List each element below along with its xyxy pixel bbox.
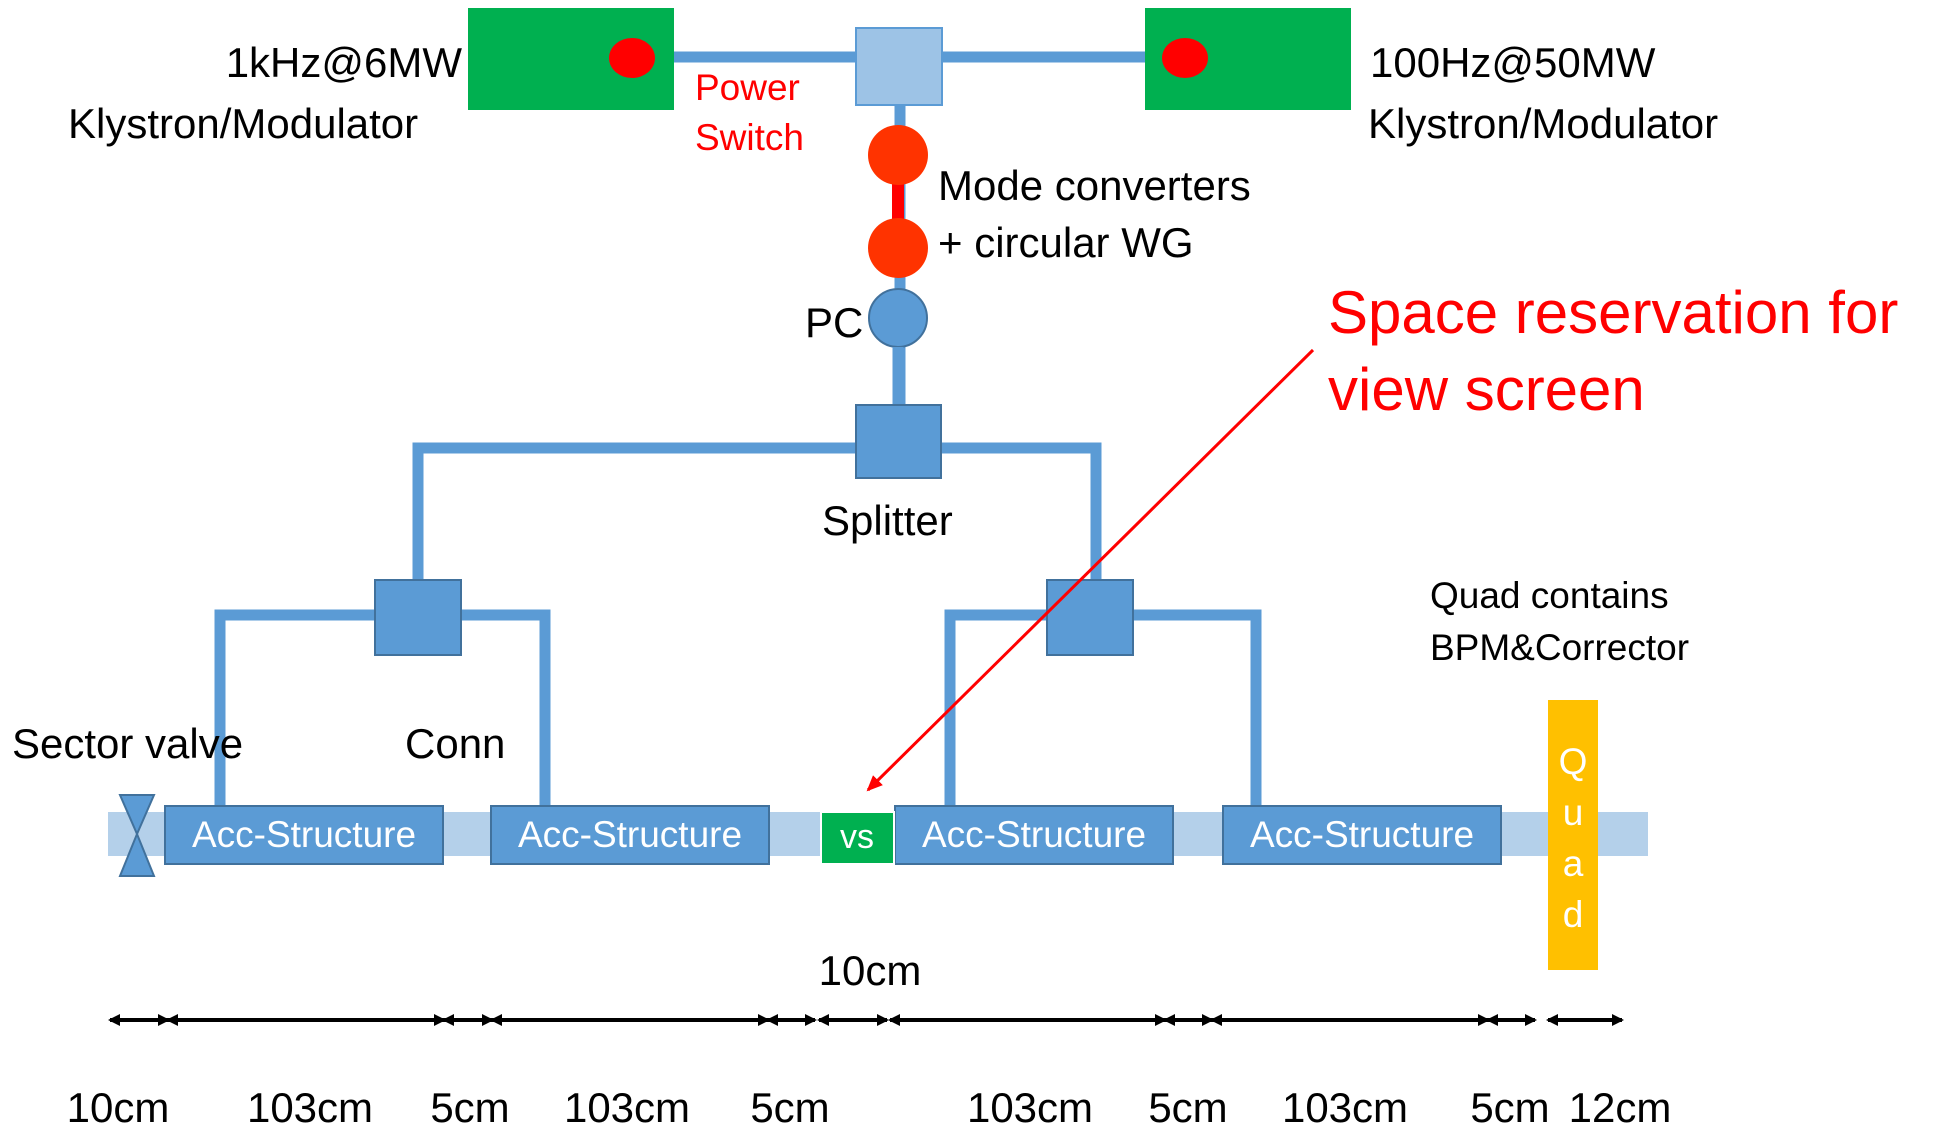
mode-converter-top	[868, 125, 928, 185]
quad-magnet	[1548, 700, 1598, 970]
dim-label-103cm-3: 103cm	[967, 1084, 1093, 1123]
acc-structure-1	[164, 805, 444, 865]
quad-note-line1: Quad contains	[1430, 575, 1669, 616]
dim-label-12cm: 12cm	[1569, 1084, 1672, 1123]
klystron-right-name-label: Klystron/Modulator	[1368, 100, 1718, 147]
annotation-label-line2: view screen	[1328, 356, 1645, 423]
quad-note-line2: BPM&Corrector	[1430, 627, 1689, 668]
vs-length-label: 10cm	[819, 947, 922, 994]
dim-label-103cm-2: 103cm	[564, 1084, 690, 1123]
conn-label: Conn	[405, 720, 505, 767]
sector-valve-label: Sector valve	[12, 720, 243, 767]
quad-letter-q: Q	[1559, 741, 1588, 782]
annotation-label-line1: Space reservation for	[1328, 279, 1898, 346]
power-switch	[855, 27, 943, 106]
acc-structure-2-label: Acc-Structure	[518, 814, 742, 855]
splitter-label: Splitter	[822, 497, 953, 544]
pc-component	[868, 288, 928, 348]
power-switch-label-line1: Power	[695, 67, 800, 108]
acc-structure-3	[894, 805, 1174, 865]
dimension-labels: 10cm 103cm 5cm 103cm 5cm 103cm 5cm 103cm…	[67, 1084, 1672, 1123]
mode-converters-label-line2: + circular WG	[938, 219, 1194, 266]
acc-structure-3-label: Acc-Structure	[922, 814, 1146, 855]
klystron-left-port	[609, 38, 655, 78]
splitter-right	[1046, 579, 1134, 656]
acc-structure-4	[1222, 805, 1502, 865]
dim-label-10cm: 10cm	[67, 1084, 170, 1123]
dim-label-103cm-1: 103cm	[247, 1084, 373, 1123]
view-screen	[820, 811, 895, 865]
acc-structure-1-label: Acc-Structure	[192, 814, 416, 855]
acc-structure-2	[490, 805, 770, 865]
mode-converter-bottom	[868, 218, 928, 278]
quad-letter-d: d	[1563, 894, 1584, 935]
splitter-left	[374, 579, 462, 656]
dim-label-5cm-4: 5cm	[1470, 1084, 1549, 1123]
annotation-arrow	[866, 348, 1315, 792]
power-switch-label-line2: Switch	[695, 117, 804, 158]
view-screen-label: vs	[840, 818, 874, 856]
quad-letter-u: u	[1563, 792, 1584, 833]
dim-label-5cm-3: 5cm	[1148, 1084, 1227, 1123]
sector-valve-icon	[118, 794, 156, 837]
splitter-main	[855, 404, 942, 479]
sector-valve-icon-lower	[118, 831, 156, 877]
klystron-left-power-label: 1kHz@6MW	[226, 39, 463, 86]
klystron-left-name-label: Klystron/Modulator	[68, 100, 418, 147]
klystron-right-power-label: 100Hz@50MW	[1370, 39, 1656, 86]
quad-letter-a: a	[1563, 843, 1584, 884]
acc-structure-4-label: Acc-Structure	[1250, 814, 1474, 855]
pc-label: PC	[805, 299, 863, 346]
mode-converters-label-line1: Mode converters	[938, 162, 1251, 209]
klystron-right-port	[1162, 38, 1208, 78]
dim-label-5cm-2: 5cm	[750, 1084, 829, 1123]
dim-label-5cm-1: 5cm	[430, 1084, 509, 1123]
dim-label-103cm-4: 103cm	[1282, 1084, 1408, 1123]
